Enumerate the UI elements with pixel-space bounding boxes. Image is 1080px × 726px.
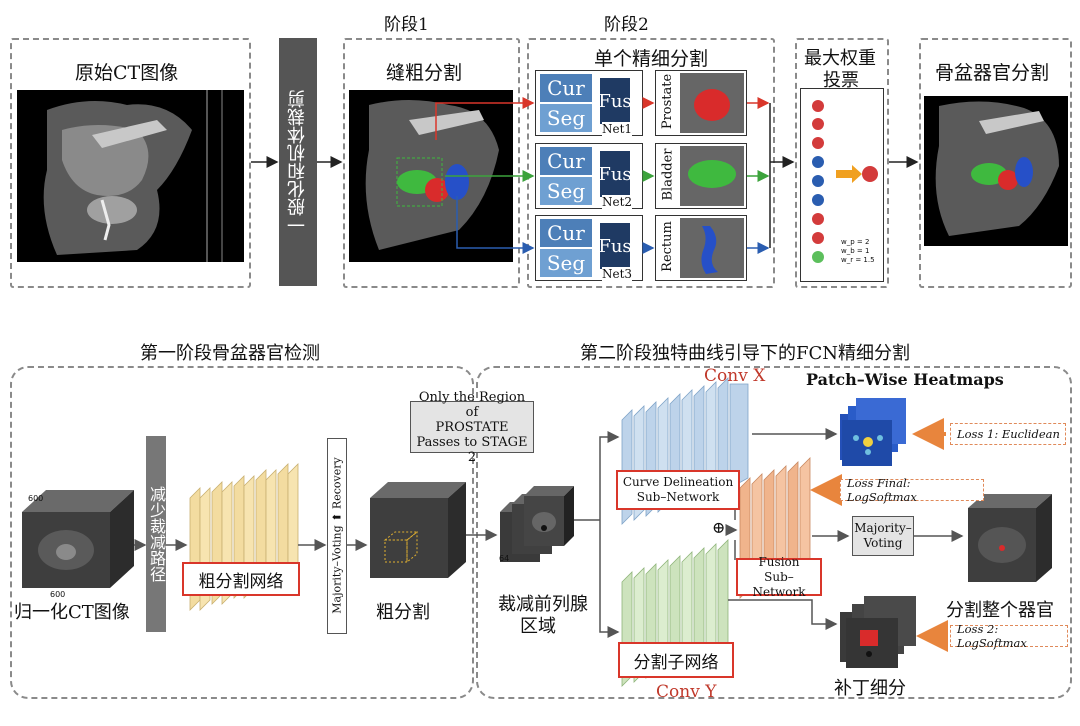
- pelvic-organ-seg-panel: [919, 38, 1072, 288]
- cropped-region-label-1: 裁减前列腺: [498, 594, 588, 615]
- net3-label: Net3: [602, 267, 633, 281]
- weight-b: w_b = 1: [841, 247, 870, 255]
- axis-600-a: 600: [28, 494, 44, 503]
- crop-step-bar: 一般化和机体裁剪: [279, 38, 317, 286]
- loss1-box: Loss 1: Euclidean: [950, 423, 1066, 445]
- cropped-region-label-2: 区域: [520, 616, 556, 637]
- max-weight-vote-panel: [795, 38, 889, 288]
- stage1-label: 阶段1: [384, 15, 429, 35]
- prostate-region-note: Only the Region of PROSTATE Passes to ST…: [410, 390, 534, 465]
- conv-y-label: Conv Y: [656, 682, 717, 702]
- segmentation-subnet-label: 分割子网络: [618, 642, 734, 678]
- majority-voting-box: Majority– Voting: [852, 516, 914, 556]
- prostate-image: [680, 73, 744, 133]
- loss-final-box: Loss Final: LogSoftmax: [840, 476, 984, 504]
- stage2-fine-seg-title: 第二阶段独特曲线引导下的FCN精细分割: [580, 343, 911, 364]
- fusion-subnet: Fusion Sub–Network: [736, 555, 822, 599]
- weight-p: w_p = 2: [841, 238, 870, 246]
- axis-64: 64: [499, 554, 510, 563]
- net2-seg: Seg: [540, 177, 592, 205]
- net3-seg: Seg: [540, 249, 592, 277]
- net2-fus: Fus: [598, 151, 632, 197]
- coarse-seg-label: 粗分割: [376, 602, 430, 623]
- coarse-seg-title: 缝粗分割: [386, 62, 463, 84]
- net1-label: Net1: [602, 122, 633, 136]
- vote-title-line1: 最大权重: [804, 48, 876, 69]
- stage1-detection-title: 第一阶段骨盆器官检测: [140, 343, 320, 364]
- pelvic-seg-image: [924, 96, 1068, 246]
- prostate-label: Prostate: [660, 73, 676, 130]
- patch-seg-label: 补丁细分: [834, 678, 906, 699]
- conv-x-label: Conv X: [704, 366, 766, 386]
- majority-voting-recovery-bar: [327, 438, 347, 634]
- stage2-label: 阶段2: [604, 15, 649, 35]
- whole-organ-seg-label: 分割整个器官: [946, 600, 1054, 621]
- plus-icon: ⊕: [712, 518, 726, 537]
- bladder-image: [680, 146, 744, 206]
- recovery-label: Recovery: [330, 457, 344, 510]
- original-ct-panel: [10, 38, 251, 288]
- single-fine-seg-panel: [527, 38, 775, 288]
- rectum-label: Rectum: [659, 221, 675, 272]
- original-ct-title: 原始CT图像: [75, 62, 179, 84]
- reduce-path-bar: 减少裁减路径: [146, 436, 166, 632]
- net2-cur: Cur: [540, 147, 592, 175]
- coarse-seg-image: [349, 90, 513, 262]
- normalized-ct-label: 归一化CT图像: [14, 602, 130, 623]
- mv-label: Majority–Voting: [330, 525, 344, 614]
- rectum-image: [680, 218, 744, 278]
- original-ct-image: [17, 90, 244, 262]
- net1-fus: Fus: [598, 78, 632, 124]
- weight-r: w_r = 1.5: [841, 256, 875, 264]
- net2-label: Net2: [602, 195, 633, 209]
- vote-title-line2: 投票: [823, 70, 859, 91]
- coarse-seg-network-label: 粗分割网络: [182, 562, 300, 596]
- net1-seg: Seg: [540, 104, 592, 132]
- pelvic-seg-title: 骨盆器官分割: [935, 62, 1050, 84]
- up-arrow-icon: ⬆: [330, 512, 344, 522]
- curve-delineation-subnet: Curve Delineation Sub–Network: [616, 470, 740, 510]
- axis-600-b: 600: [50, 590, 66, 599]
- net1-cur: Cur: [540, 74, 592, 102]
- net3-fus: Fus: [598, 223, 632, 269]
- net3-cur: Cur: [540, 219, 592, 247]
- stage2-panel: [476, 366, 1072, 699]
- loss2-box: Loss 2: LogSoftmax: [950, 622, 1068, 650]
- stage1-panel: [10, 366, 474, 699]
- single-fine-seg-title: 单个精细分割: [594, 48, 709, 70]
- coarse-seg-panel: [343, 38, 520, 288]
- patch-heatmaps-title: Patch–Wise Heatmaps: [806, 370, 1004, 389]
- bladder-label: Bladder: [660, 148, 676, 201]
